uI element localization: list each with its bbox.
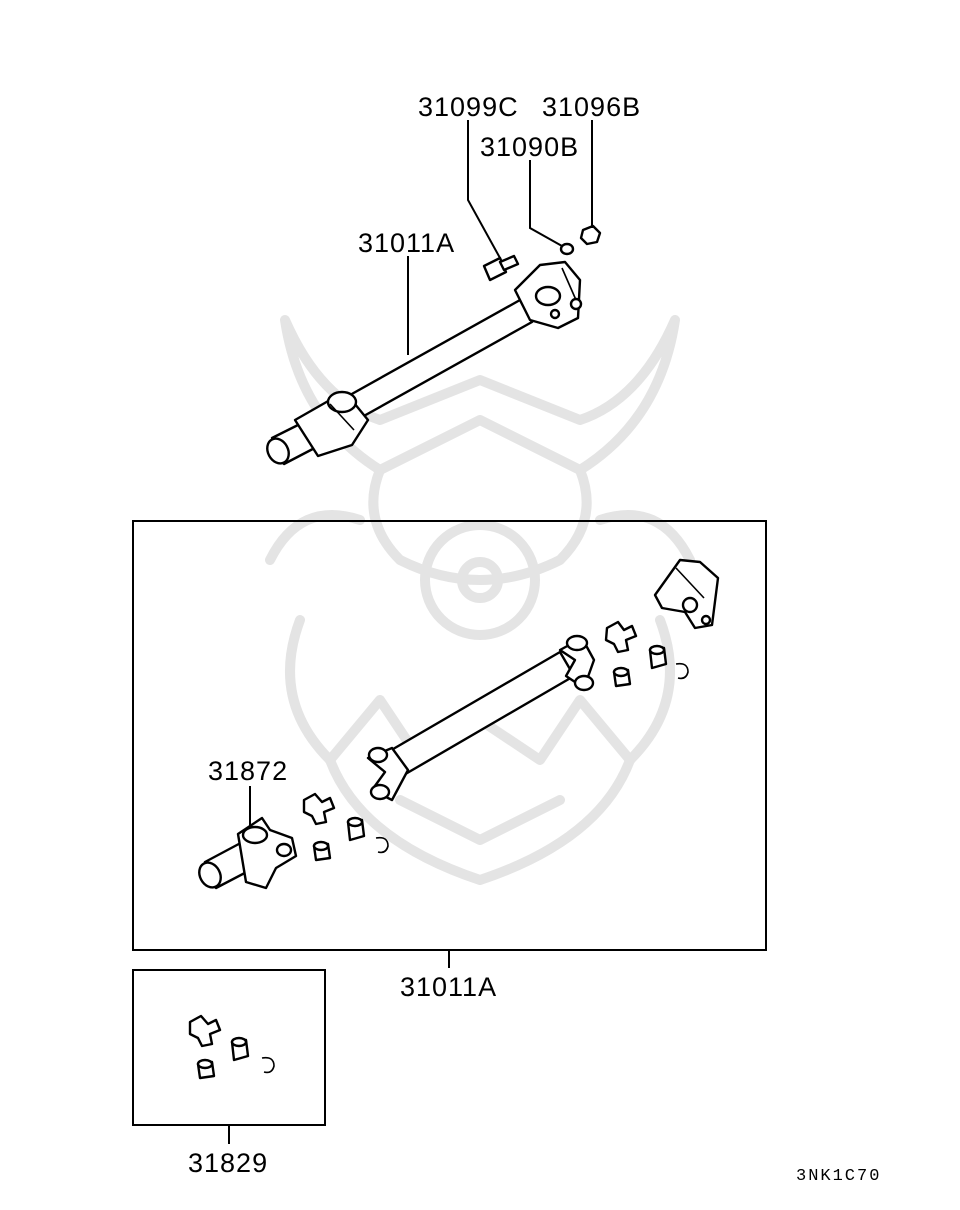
nut-31096b	[579, 224, 602, 246]
callout-31096b: 31096B	[542, 92, 641, 122]
callout-31090b: 31090B	[480, 132, 579, 162]
shaft-assembly-top	[266, 260, 583, 466]
slip-yoke-31872	[198, 816, 298, 890]
callout-31011a-kit: 31011A	[400, 972, 497, 1002]
callout-31829: 31829	[188, 1148, 268, 1178]
front-ujoint-parts	[302, 792, 389, 862]
shaft-exploded	[366, 558, 720, 802]
rear-ujoint-parts	[604, 620, 689, 688]
washer-31090b	[559, 242, 575, 256]
bolt-31099c	[482, 254, 520, 282]
callout-31872: 31872	[208, 756, 288, 786]
callout-31011a-top: 31011A	[358, 228, 455, 258]
callout-31099c: 31099C	[418, 92, 519, 122]
joint-kit-parts	[188, 1014, 275, 1080]
figure-code: 3NK1C70	[796, 1167, 881, 1186]
joint-kit-frame	[132, 969, 326, 1126]
